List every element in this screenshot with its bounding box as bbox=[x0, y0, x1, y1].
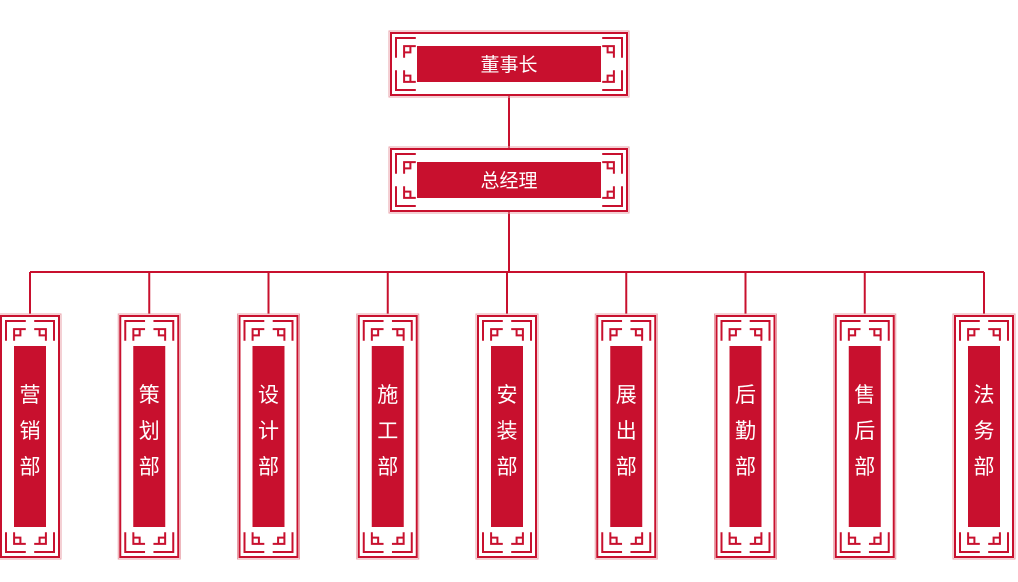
general-manager-node-corner-tr bbox=[602, 153, 623, 174]
department-node-1-outer-frame bbox=[0, 313, 62, 560]
chairman-node-corner-tl bbox=[395, 37, 416, 58]
department-node-3-corner-tl bbox=[243, 320, 265, 341]
department-node-3-corner-br bbox=[272, 532, 294, 553]
department-node-9-label: 法务部 bbox=[974, 383, 995, 479]
general-manager-node: 总经理 bbox=[388, 146, 630, 214]
department-node-1-panel bbox=[14, 346, 46, 527]
department-node-7-panel bbox=[729, 346, 762, 527]
department-node-5-corner-bl bbox=[482, 532, 503, 553]
chairman-node-corner-br bbox=[602, 70, 623, 91]
department-node-7-corner-tr bbox=[749, 320, 771, 341]
department-node-3-corner-bl bbox=[243, 532, 265, 553]
chairman-node: 董事长 bbox=[388, 30, 630, 98]
department-node-8: 售后部 bbox=[833, 313, 897, 560]
general-manager-node-corner-bl bbox=[395, 186, 416, 207]
department-node-1-corner-tl bbox=[5, 320, 26, 341]
department-node-9-corner-bl bbox=[959, 532, 980, 553]
department-node-2-panel bbox=[133, 346, 166, 527]
department-node-2-corner-tl bbox=[124, 320, 146, 341]
department-node-6-corner-tr bbox=[630, 320, 652, 341]
department-node-2-corner-br bbox=[153, 532, 175, 553]
department-node-8-outer-frame bbox=[833, 313, 897, 560]
department-node-5-corner-tl bbox=[482, 320, 503, 341]
department-node-6-panel bbox=[610, 346, 643, 527]
department-node-5-corner-br bbox=[511, 532, 532, 553]
department-node-2: 策划部 bbox=[117, 313, 181, 560]
department-node-4-corner-tl bbox=[362, 320, 384, 341]
department-node-8-corner-tr bbox=[868, 320, 890, 341]
chairman-node-outer-frame bbox=[388, 30, 630, 98]
chairman-node-corner-tr bbox=[602, 37, 623, 58]
department-node-6-label: 展出部 bbox=[616, 383, 637, 479]
department-node-9-corner-tl bbox=[959, 320, 980, 341]
department-node-9-corner-br bbox=[988, 532, 1009, 553]
department-node-5-label: 安装部 bbox=[497, 383, 518, 479]
general-manager-node-panel bbox=[417, 162, 601, 198]
department-node-4-corner-br bbox=[391, 532, 413, 553]
department-node-8-panel bbox=[848, 346, 881, 527]
department-node-1-label: 营销部 bbox=[20, 383, 41, 479]
department-node-3-panel bbox=[252, 346, 285, 527]
department-node-2-corner-bl bbox=[124, 532, 146, 553]
department-node-4-panel bbox=[371, 346, 404, 527]
department-node-1: 营销部 bbox=[0, 313, 62, 560]
department-node-9-panel bbox=[968, 346, 1000, 527]
department-node-2-outer-frame bbox=[117, 313, 181, 560]
department-node-8-corner-tl bbox=[839, 320, 861, 341]
department-node-9-corner-tr bbox=[988, 320, 1009, 341]
department-node-1-corner-bl bbox=[5, 532, 26, 553]
chairman-node-panel bbox=[417, 46, 601, 82]
department-node-6-outer-frame bbox=[594, 313, 658, 560]
department-node-1-corner-br bbox=[34, 532, 55, 553]
department-node-6-corner-tl bbox=[601, 320, 623, 341]
general-manager-node-outer-frame bbox=[388, 146, 630, 214]
general-manager-node-label: 总经理 bbox=[480, 170, 537, 192]
department-node-7-outer-frame bbox=[714, 313, 777, 560]
department-node-3-corner-tr bbox=[272, 320, 294, 341]
department-node-5: 安装部 bbox=[475, 313, 539, 560]
department-node-7-label: 后勤部 bbox=[735, 383, 756, 479]
department-node-8-corner-bl bbox=[839, 532, 861, 553]
department-node-7-corner-bl bbox=[720, 532, 742, 553]
chairman-node-label: 董事长 bbox=[480, 54, 537, 76]
department-node-7-corner-tl bbox=[720, 320, 742, 341]
department-node-8-corner-br bbox=[868, 532, 890, 553]
department-node-4-outer-frame bbox=[356, 313, 420, 560]
department-node-3-label: 设计部 bbox=[258, 383, 279, 479]
department-node-2-label: 策划部 bbox=[139, 383, 160, 479]
department-node-9: 法务部 bbox=[952, 313, 1016, 560]
department-node-4: 施工部 bbox=[356, 313, 420, 560]
department-node-4-label: 施工部 bbox=[377, 383, 398, 479]
department-node-5-corner-tr bbox=[511, 320, 532, 341]
department-node-6-corner-br bbox=[630, 532, 652, 553]
connector-lines bbox=[29, 96, 985, 314]
department-node-8-label: 售后部 bbox=[854, 383, 875, 479]
department-node-1-corner-tr bbox=[34, 320, 55, 341]
chairman-node-corner-bl bbox=[395, 70, 416, 91]
department-node-4-corner-tr bbox=[391, 320, 413, 341]
department-node-6: 展出部 bbox=[594, 313, 658, 560]
department-node-3-outer-frame bbox=[237, 313, 300, 560]
department-node-5-panel bbox=[491, 346, 523, 527]
department-node-3: 设计部 bbox=[237, 313, 300, 560]
department-node-7: 后勤部 bbox=[714, 313, 777, 560]
department-node-2-corner-tr bbox=[153, 320, 175, 341]
general-manager-node-corner-tl bbox=[395, 153, 416, 174]
department-node-4-corner-bl bbox=[362, 532, 384, 553]
general-manager-node-corner-br bbox=[602, 186, 623, 207]
department-node-5-outer-frame bbox=[475, 313, 539, 560]
department-node-9-outer-frame bbox=[952, 313, 1016, 560]
department-node-6-corner-bl bbox=[601, 532, 623, 553]
department-node-7-corner-br bbox=[749, 532, 771, 553]
